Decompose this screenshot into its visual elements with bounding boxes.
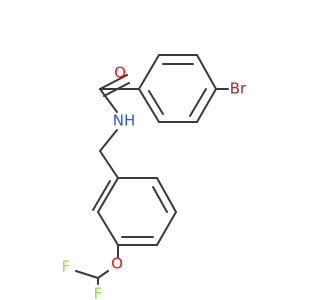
atom-labels: O NH Br O F F bbox=[62, 64, 247, 300]
bond bbox=[152, 186, 168, 213]
bromine-label: Br bbox=[230, 80, 247, 98]
bond bbox=[156, 211, 177, 246]
bond bbox=[148, 90, 164, 115]
bond bbox=[92, 180, 111, 211]
bond bbox=[103, 82, 130, 97]
fluorine-1-label: F bbox=[62, 258, 71, 276]
bond bbox=[99, 150, 119, 179]
carbonyl-oxygen-label: O bbox=[114, 64, 126, 82]
molecule-diagram: O NH Br O F F bbox=[61, 54, 248, 300]
bond bbox=[196, 54, 217, 90]
bond bbox=[97, 211, 119, 246]
fluorine-2-label: F bbox=[94, 285, 103, 300]
bond bbox=[138, 88, 160, 123]
bond bbox=[189, 88, 207, 117]
structure-svg: O NH Br O F F bbox=[62, 54, 247, 300]
bond bbox=[97, 177, 119, 213]
bond bbox=[138, 54, 160, 90]
bond bbox=[99, 74, 128, 90]
bond bbox=[196, 88, 217, 123]
bond bbox=[75, 270, 99, 279]
bond bbox=[99, 129, 118, 152]
bond bbox=[97, 270, 109, 279]
bonds bbox=[75, 54, 229, 285]
ether-oxygen-label: O bbox=[111, 255, 123, 273]
amide-nitrogen-label: NH bbox=[113, 112, 136, 130]
bond bbox=[156, 177, 177, 213]
bond bbox=[99, 88, 118, 113]
